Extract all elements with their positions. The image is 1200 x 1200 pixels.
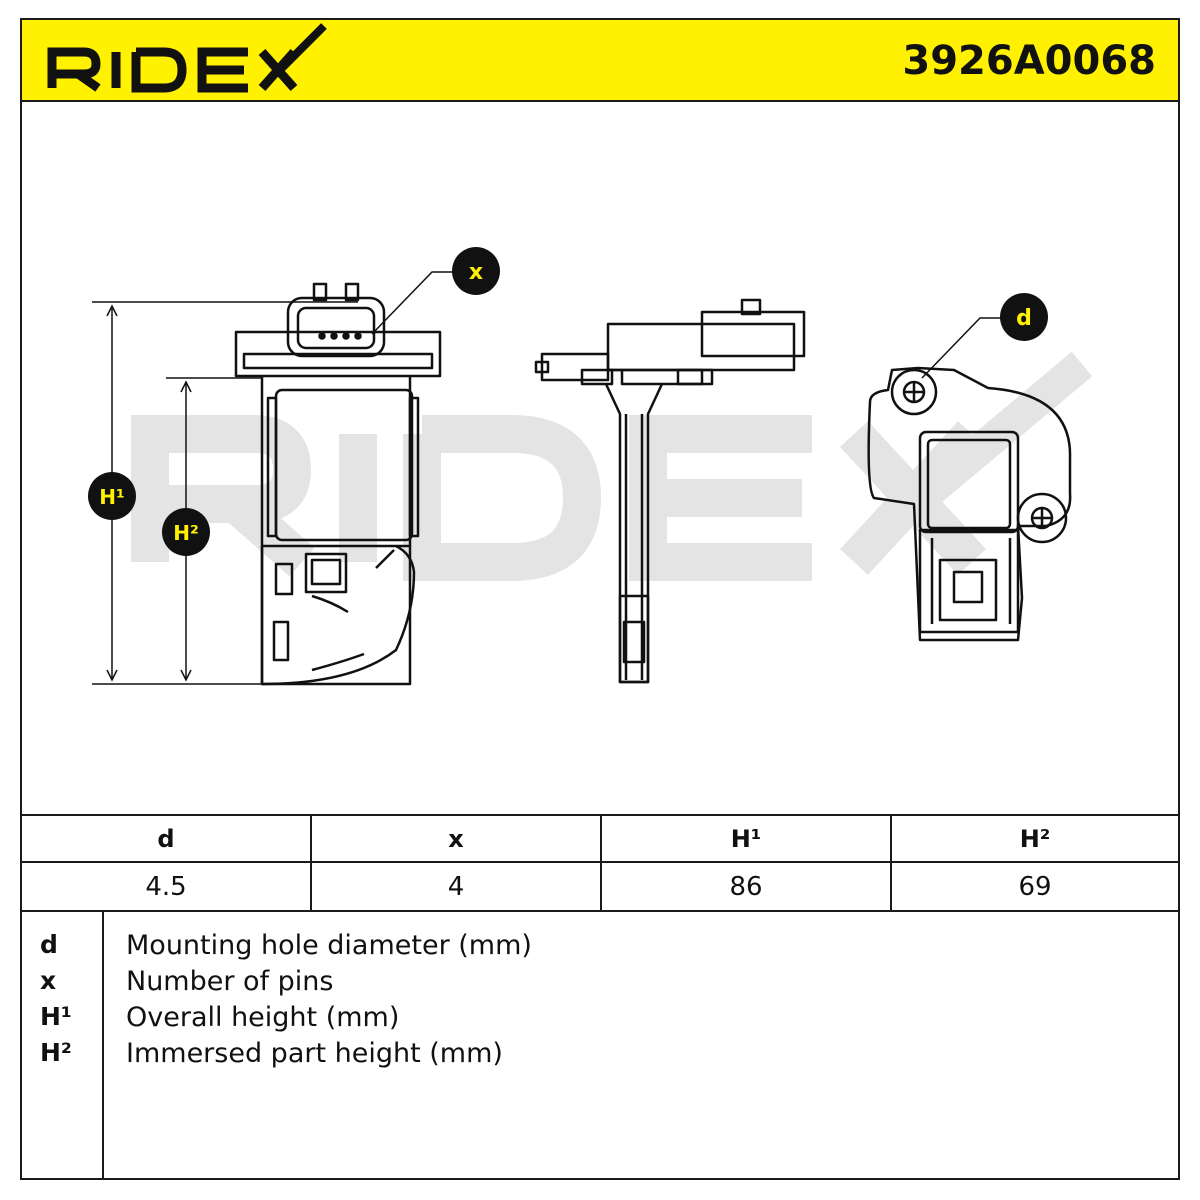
spec-value-d: 4.5 [145, 871, 187, 902]
spec-value-x: 4 [447, 871, 465, 902]
legend-text: Immersed part height (mm) [126, 1038, 503, 1069]
legend: d Mounting hole diameter (mm) x Number o… [22, 912, 1178, 1178]
callout-x-label: x [469, 260, 483, 285]
spec-col-h2: H² 69 [892, 816, 1178, 910]
callout-h1: H¹ [88, 472, 136, 520]
spec-col-x: x 4 [312, 816, 602, 910]
callout-d-label: d [1016, 306, 1032, 331]
legend-divider [102, 912, 104, 1178]
spec-value-h1: 86 [729, 871, 763, 902]
legend-text: Overall height (mm) [126, 1002, 400, 1033]
sensor-drawings [234, 282, 1072, 686]
top-view [867, 366, 1072, 642]
front-view [234, 282, 442, 686]
legend-item-h1: H¹ Overall height (mm) [22, 1002, 1178, 1038]
brand-logo [40, 22, 330, 104]
callout-h2: H² [162, 508, 210, 556]
legend-item-x: x Number of pins [22, 966, 1178, 1002]
callout-x: x [452, 247, 500, 295]
spec-col-d: d 4.5 [22, 816, 312, 910]
spec-value-h2: 69 [1018, 871, 1052, 902]
dimension-lines [92, 271, 1002, 685]
callout-d: d [1000, 293, 1048, 341]
side-view [534, 298, 806, 684]
drawing-svg: x d H¹ H² [88, 247, 1093, 686]
legend-key: d [40, 930, 58, 959]
technical-drawing: x d H¹ H² [22, 102, 1178, 814]
header-bar: 3926A0068 [22, 20, 1178, 102]
spec-table: d 4.5 x 4 H¹ 86 H² 69 [22, 814, 1178, 912]
legend-key: x [40, 966, 57, 995]
legend-key: H² [40, 1038, 72, 1067]
ridex-logo-mark [47, 23, 327, 93]
spec-header-h1: H¹ [602, 816, 890, 863]
part-number: 3926A0068 [902, 38, 1156, 84]
legend-item-d: d Mounting hole diameter (mm) [22, 930, 1178, 966]
spec-col-h1: H¹ 86 [602, 816, 892, 910]
legend-text: Mounting hole diameter (mm) [126, 930, 532, 961]
callout-h1-label: H¹ [99, 485, 125, 509]
spec-header-x: x [312, 816, 600, 863]
datasheet: 3926A0068 [20, 18, 1180, 1180]
spec-header-d: d [22, 816, 310, 863]
legend-item-h2: H² Immersed part height (mm) [22, 1038, 1178, 1074]
callout-h2-label: H² [173, 521, 199, 545]
legend-text: Number of pins [126, 966, 334, 997]
spec-header-h2: H² [892, 816, 1178, 863]
legend-key: H¹ [40, 1002, 72, 1031]
